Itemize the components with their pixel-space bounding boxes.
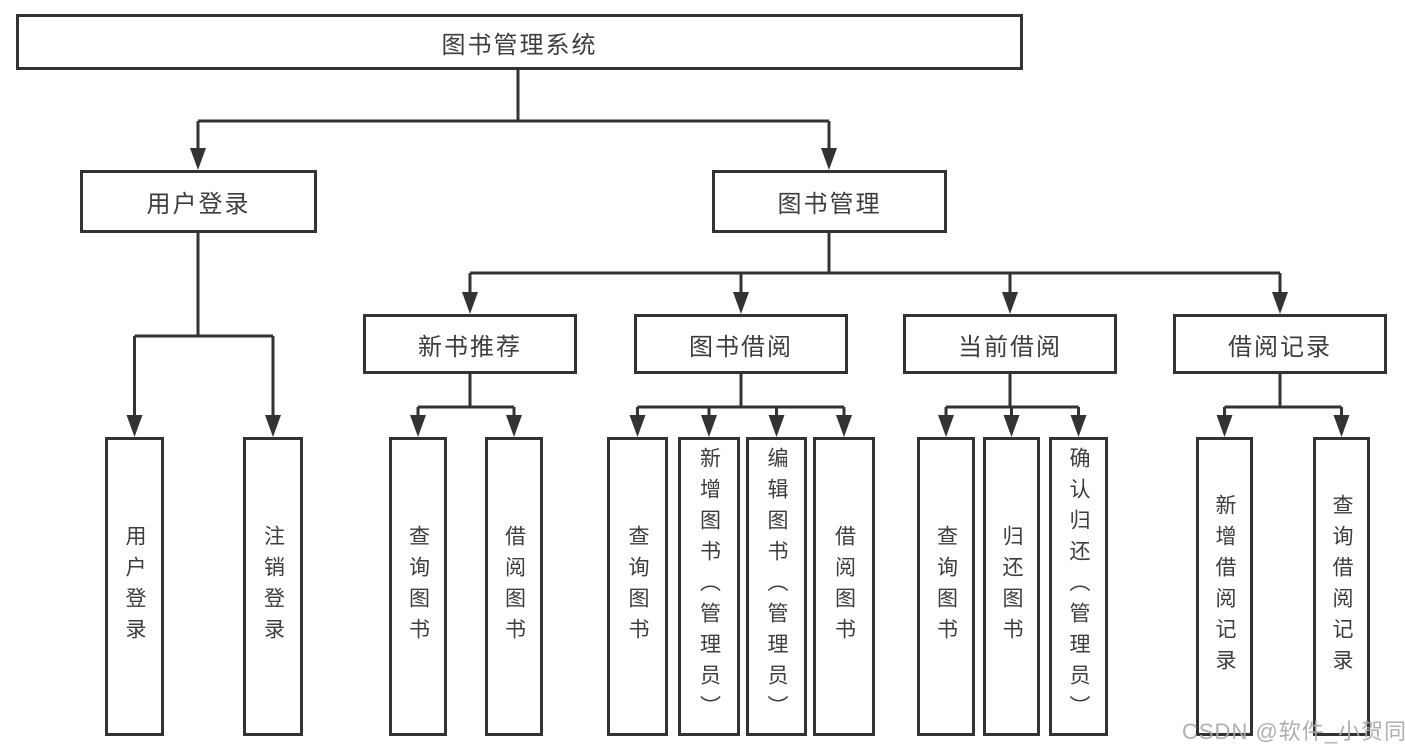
- node-nbr-query-books-label: 查询图书: [406, 524, 430, 649]
- node-br-add-record: 新增借阅记录: [1196, 437, 1253, 736]
- node-borrow-records-label: 借阅记录: [1228, 333, 1332, 361]
- node-book-borrow-label: 图书借阅: [689, 333, 793, 361]
- arrowhead-down-icon: [506, 415, 522, 437]
- node-bb-query-books: 查询图书: [607, 437, 668, 736]
- node-bb-borrow-books: 借阅图书: [813, 437, 875, 736]
- node-user-login: 用户登录: [80, 170, 317, 233]
- node-user-login-label: 用户登录: [146, 191, 251, 218]
- node-bb-edit-books-label: 编辑图书（管理员）: [765, 447, 788, 726]
- node-nbr-query-books: 查询图书: [389, 437, 447, 736]
- node-cb-confirm-return-label: 确认归还（管理员）: [1067, 447, 1090, 726]
- arrowhead-down-icon: [1216, 415, 1233, 437]
- connector-book-management-to-level3: [468, 233, 1282, 294]
- connector-borrow-records-to-leaves: [1223, 374, 1343, 417]
- connector-user-login-to-leaves: [133, 233, 275, 417]
- arrowhead-down-icon: [1003, 415, 1020, 437]
- arrowhead-down-icon: [1070, 415, 1087, 437]
- node-br-query-record-label: 查询借阅记录: [1330, 493, 1353, 680]
- csdn-watermark: CSDN @软件_小贺同学: [1182, 719, 1405, 744]
- arrowhead-down-icon: [821, 148, 837, 170]
- arrowhead-down-icon: [938, 415, 954, 437]
- node-leaf-user-login-label: 用户登录: [123, 524, 146, 649]
- arrowhead-down-icon: [1002, 292, 1018, 314]
- node-bb-borrow-books-label: 借阅图书: [832, 524, 856, 649]
- node-new-book-recommend: 新书推荐: [363, 314, 577, 374]
- connector-current-borrow-to-leaves: [944, 374, 1080, 417]
- node-new-book-recommend-label: 新书推荐: [418, 333, 522, 361]
- connector-book-borrow-to-leaves: [636, 374, 846, 417]
- node-cb-query-books-label: 查询图书: [934, 524, 958, 649]
- arrowhead-down-icon: [733, 292, 749, 314]
- node-book-management-label: 图书管理: [777, 191, 882, 218]
- node-leaf-logout: 注销登录: [243, 437, 303, 736]
- connector-root-to-level2: [196, 70, 831, 150]
- node-leaf-user-login: 用户登录: [105, 437, 164, 736]
- arrowhead-down-icon: [462, 292, 478, 314]
- arrowhead-down-icon: [1272, 292, 1288, 314]
- arrowhead-down-icon: [265, 415, 281, 437]
- node-bb-add-books: 新增图书（管理员）: [678, 437, 740, 736]
- arrowhead-down-icon: [126, 415, 143, 437]
- arrowhead-down-icon: [701, 415, 717, 437]
- arrowhead-down-icon: [410, 415, 426, 437]
- node-bb-query-books-label: 查询图书: [626, 524, 649, 649]
- arrowhead-down-icon: [768, 415, 785, 437]
- node-current-borrow: 当前借阅: [903, 314, 1117, 374]
- node-library-system-label: 图书管理系统: [441, 31, 598, 59]
- arrowhead-down-icon: [190, 148, 206, 170]
- node-library-system: 图书管理系统: [16, 14, 1023, 70]
- node-bb-add-books-label: 新增图书（管理员）: [697, 447, 721, 726]
- node-borrow-records: 借阅记录: [1173, 314, 1387, 374]
- node-br-add-record-label: 新增借阅记录: [1213, 493, 1236, 680]
- node-leaf-logout-label: 注销登录: [261, 524, 285, 649]
- node-bb-edit-books: 编辑图书（管理员）: [746, 437, 807, 736]
- node-cb-return-books: 归还图书: [983, 437, 1040, 736]
- node-cb-query-books: 查询图书: [917, 437, 975, 736]
- node-book-borrow: 图书借阅: [634, 314, 848, 374]
- node-current-borrow-label: 当前借阅: [958, 333, 1062, 361]
- arrowhead-down-icon: [836, 415, 852, 437]
- node-nbr-borrow-books-label: 借阅图书: [502, 524, 526, 649]
- node-cb-return-books-label: 归还图书: [1000, 524, 1023, 649]
- arrowhead-down-icon: [1333, 415, 1350, 437]
- node-book-management: 图书管理: [712, 170, 947, 233]
- node-br-query-record: 查询借阅记录: [1313, 437, 1370, 736]
- arrowhead-down-icon: [629, 415, 646, 437]
- node-cb-confirm-return: 确认归还（管理员）: [1049, 437, 1108, 736]
- node-nbr-borrow-books: 借阅图书: [485, 437, 543, 736]
- connector-new-book-recommend-to-leaves: [416, 374, 516, 417]
